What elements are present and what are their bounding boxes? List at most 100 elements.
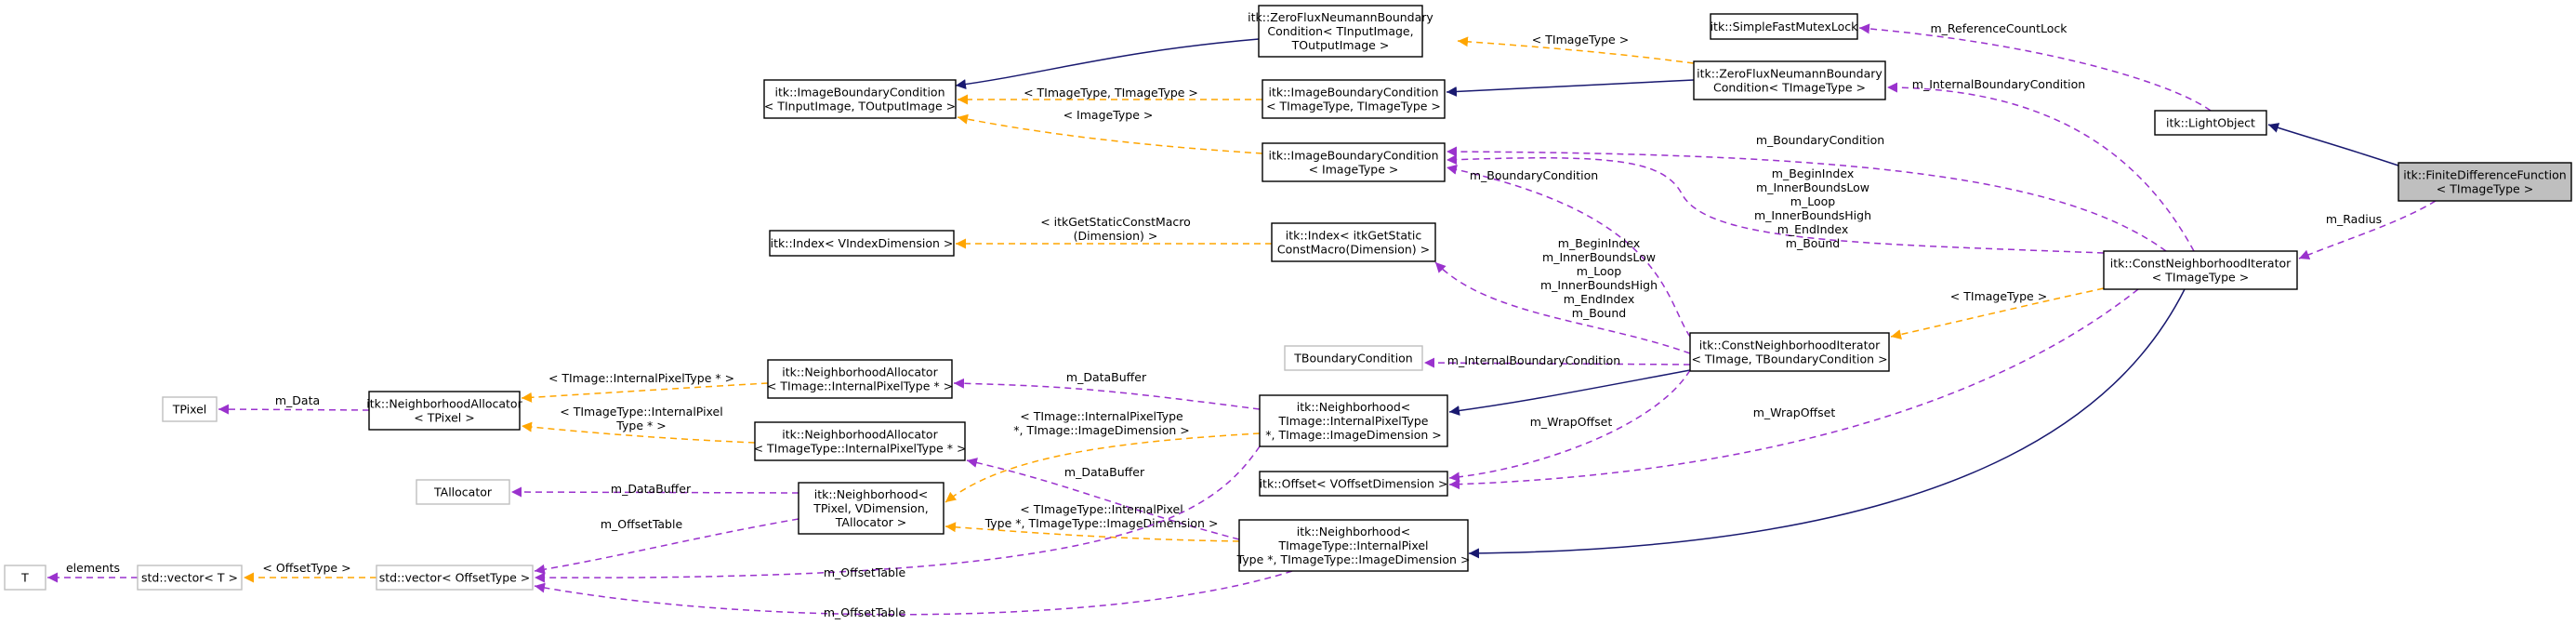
class-name: std::vector< OffsetType > bbox=[379, 571, 531, 585]
class-box[interactable] bbox=[1262, 142, 1446, 182]
edge-label: < TImageType > bbox=[1950, 289, 2047, 303]
class-node-tbc[interactable]: TBoundaryCondition bbox=[1284, 345, 1423, 371]
edge-label: m_InnerBoundsLow bbox=[1542, 250, 1656, 264]
edge-e27: m_DataBuffer bbox=[510, 482, 799, 498]
class-node-vec_t[interactable]: std::vector< T > bbox=[137, 565, 243, 591]
member-arrow bbox=[2298, 200, 2437, 259]
class-node-fdf[interactable]: itk::FiniteDifferenceFunction< TImageTyp… bbox=[2398, 162, 2572, 202]
edge-label: m_OffsetTable bbox=[601, 517, 683, 531]
class-node-t[interactable]: T bbox=[4, 565, 46, 591]
class-name: itk::NeighborhoodAllocator bbox=[782, 428, 938, 442]
class-name: *, TImage::ImageDimension > bbox=[1265, 428, 1441, 442]
class-node-cni_t[interactable]: itk::ConstNeighborhoodIterator< TImageTy… bbox=[2103, 250, 2298, 290]
class-name: itk::NeighborhoodAllocator bbox=[782, 366, 938, 379]
class-node-na_ti[interactable]: itk::NeighborhoodAllocator< TImage::Inte… bbox=[767, 359, 953, 399]
class-box[interactable] bbox=[1710, 13, 1858, 40]
class-box[interactable] bbox=[137, 565, 243, 591]
class-box[interactable] bbox=[1693, 60, 1886, 100]
class-name: Type *, TImageType::ImageDimension > bbox=[1236, 552, 1471, 566]
class-box[interactable] bbox=[1258, 5, 1423, 58]
edge-e15: < TImageType > bbox=[1890, 287, 2105, 339]
class-node-nb_tp[interactable]: itk::Neighborhood<TPixel, VDimension,TAl… bbox=[798, 482, 945, 535]
edge-label: m_BoundaryCondition bbox=[1470, 168, 1598, 182]
class-node-simplefast[interactable]: itk::SimpleFastMutexLock bbox=[1710, 13, 1859, 40]
edges-layer: < TImageType > < TImageType, TImageType >… bbox=[47, 21, 2437, 619]
class-box[interactable] bbox=[368, 391, 521, 431]
class-box[interactable] bbox=[767, 359, 953, 399]
class-name: TImage::InternalPixelType bbox=[1277, 414, 1428, 428]
class-box[interactable] bbox=[754, 421, 966, 461]
class-box[interactable] bbox=[2398, 162, 2572, 202]
class-box[interactable] bbox=[162, 396, 218, 422]
class-node-index_v[interactable]: itk::Index< VIndexDimension > bbox=[769, 230, 955, 257]
class-node-tallocator[interactable]: TAllocator bbox=[416, 479, 510, 505]
edge-e26: m_DataBuffer bbox=[966, 458, 1240, 540]
class-name: < TImageType, TImageType > bbox=[1266, 100, 1441, 113]
edge-e10: m_BoundaryCondition bbox=[1446, 133, 2167, 252]
class-name: itk::ZeroFluxNeumannBoundary bbox=[1248, 10, 1433, 24]
template-arrow bbox=[521, 421, 756, 444]
class-node-imgbc_it[interactable]: itk::ImageBoundaryCondition< ImageType > bbox=[1262, 142, 1446, 182]
class-node-offset_v[interactable]: itk::Offset< VOffsetDimension > bbox=[1259, 471, 1448, 497]
class-node-cni_tt[interactable]: itk::ConstNeighborhoodIterator< TImage, … bbox=[1689, 332, 1890, 372]
class-box[interactable] bbox=[1284, 345, 1423, 371]
class-node-lightobject[interactable]: itk::LightObject bbox=[2154, 110, 2267, 136]
edge-e13: m_BeginIndexm_InnerBoundsLowm_Loopm_Inne… bbox=[1434, 236, 1691, 354]
class-node-index_itk[interactable]: itk::Index< itkGetStaticConstMacro(Dimen… bbox=[1271, 222, 1436, 262]
edge-label: m_BoundaryCondition bbox=[1756, 133, 1884, 147]
edge-label: m_InternalBoundaryCondition bbox=[1447, 353, 1620, 367]
edge-e8 bbox=[2267, 123, 2399, 166]
class-box[interactable] bbox=[1259, 394, 1448, 447]
edge-label: m_DataBuffer bbox=[611, 482, 692, 496]
class-box[interactable] bbox=[1262, 79, 1446, 119]
class-box[interactable] bbox=[416, 479, 510, 505]
class-box[interactable] bbox=[769, 230, 955, 257]
edge-e30: m_OffsetTable bbox=[534, 445, 1261, 583]
class-node-nb_tit[interactable]: itk::Neighborhood<TImageType::InternalPi… bbox=[1236, 519, 1471, 572]
class-box[interactable] bbox=[1271, 222, 1436, 262]
class-name: itk::ImageBoundaryCondition bbox=[1268, 86, 1438, 100]
edge-label: m_InternalBoundaryCondition bbox=[1912, 77, 2085, 91]
class-box[interactable] bbox=[1689, 332, 1890, 372]
edge-e4: < ImageType > bbox=[957, 108, 1263, 154]
class-node-tpixel[interactable]: TPixel bbox=[162, 396, 218, 422]
class-box[interactable] bbox=[4, 565, 46, 591]
member-arrow bbox=[218, 404, 370, 415]
inherit-arrow bbox=[1448, 369, 1691, 416]
class-box[interactable] bbox=[2103, 250, 2298, 290]
class-name: < TImageType > bbox=[2437, 182, 2533, 196]
class-node-vec_ot[interactable]: std::vector< OffsetType > bbox=[376, 565, 534, 591]
class-name: itk::FiniteDifferenceFunction bbox=[2403, 168, 2566, 182]
class-name: itk::Index< VIndexDimension > bbox=[771, 236, 954, 250]
template-arrow bbox=[1890, 287, 2105, 339]
class-box[interactable] bbox=[376, 565, 534, 591]
edge-label: m_InnerBoundsHigh bbox=[1540, 278, 1658, 292]
edge-e2: < TImageType > bbox=[1457, 33, 1695, 64]
class-name: TOutputImage > bbox=[1291, 38, 1390, 52]
class-name: TImageType::InternalPixel bbox=[1277, 538, 1428, 552]
edge-label: < OffsetType > bbox=[262, 561, 350, 575]
class-box[interactable] bbox=[1238, 519, 1469, 572]
edge-label: < TImageType::InternalPixel bbox=[1020, 502, 1182, 516]
class-box[interactable] bbox=[1259, 471, 1448, 497]
class-name: < TImageType::InternalPixelType * > bbox=[754, 442, 967, 456]
class-name: itk::Offset< VOffsetDimension > bbox=[1260, 477, 1448, 491]
class-node-na_tp[interactable]: itk::NeighborhoodAllocator< TPixel > bbox=[366, 391, 523, 431]
class-node-na_tit[interactable]: itk::NeighborhoodAllocator< TImageType::… bbox=[754, 421, 967, 461]
class-node-nb_ti[interactable]: itk::Neighborhood<TImage::InternalPixelT… bbox=[1259, 394, 1448, 447]
member-arrow bbox=[1448, 369, 1691, 483]
edge-e28: < TImageType::InternalPixelType *, TImag… bbox=[945, 502, 1240, 542]
class-node-imgbc2[interactable]: itk::ImageBoundaryCondition< TInputImage… bbox=[763, 79, 957, 119]
edge-e6: m_ReferenceCountLock bbox=[1858, 21, 2212, 112]
edge-e25: m_WrapOffset bbox=[1448, 288, 2139, 490]
edge-label: m_InnerBoundsLow bbox=[1756, 180, 1869, 194]
edge-e29: m_OffsetTable bbox=[534, 517, 799, 575]
class-box[interactable] bbox=[2154, 110, 2267, 136]
member-arrow bbox=[953, 378, 1261, 410]
class-node-imgbc_tt[interactable]: itk::ImageBoundaryCondition< TImageType,… bbox=[1262, 79, 1446, 119]
class-box[interactable] bbox=[798, 482, 945, 535]
class-box[interactable] bbox=[763, 79, 957, 119]
